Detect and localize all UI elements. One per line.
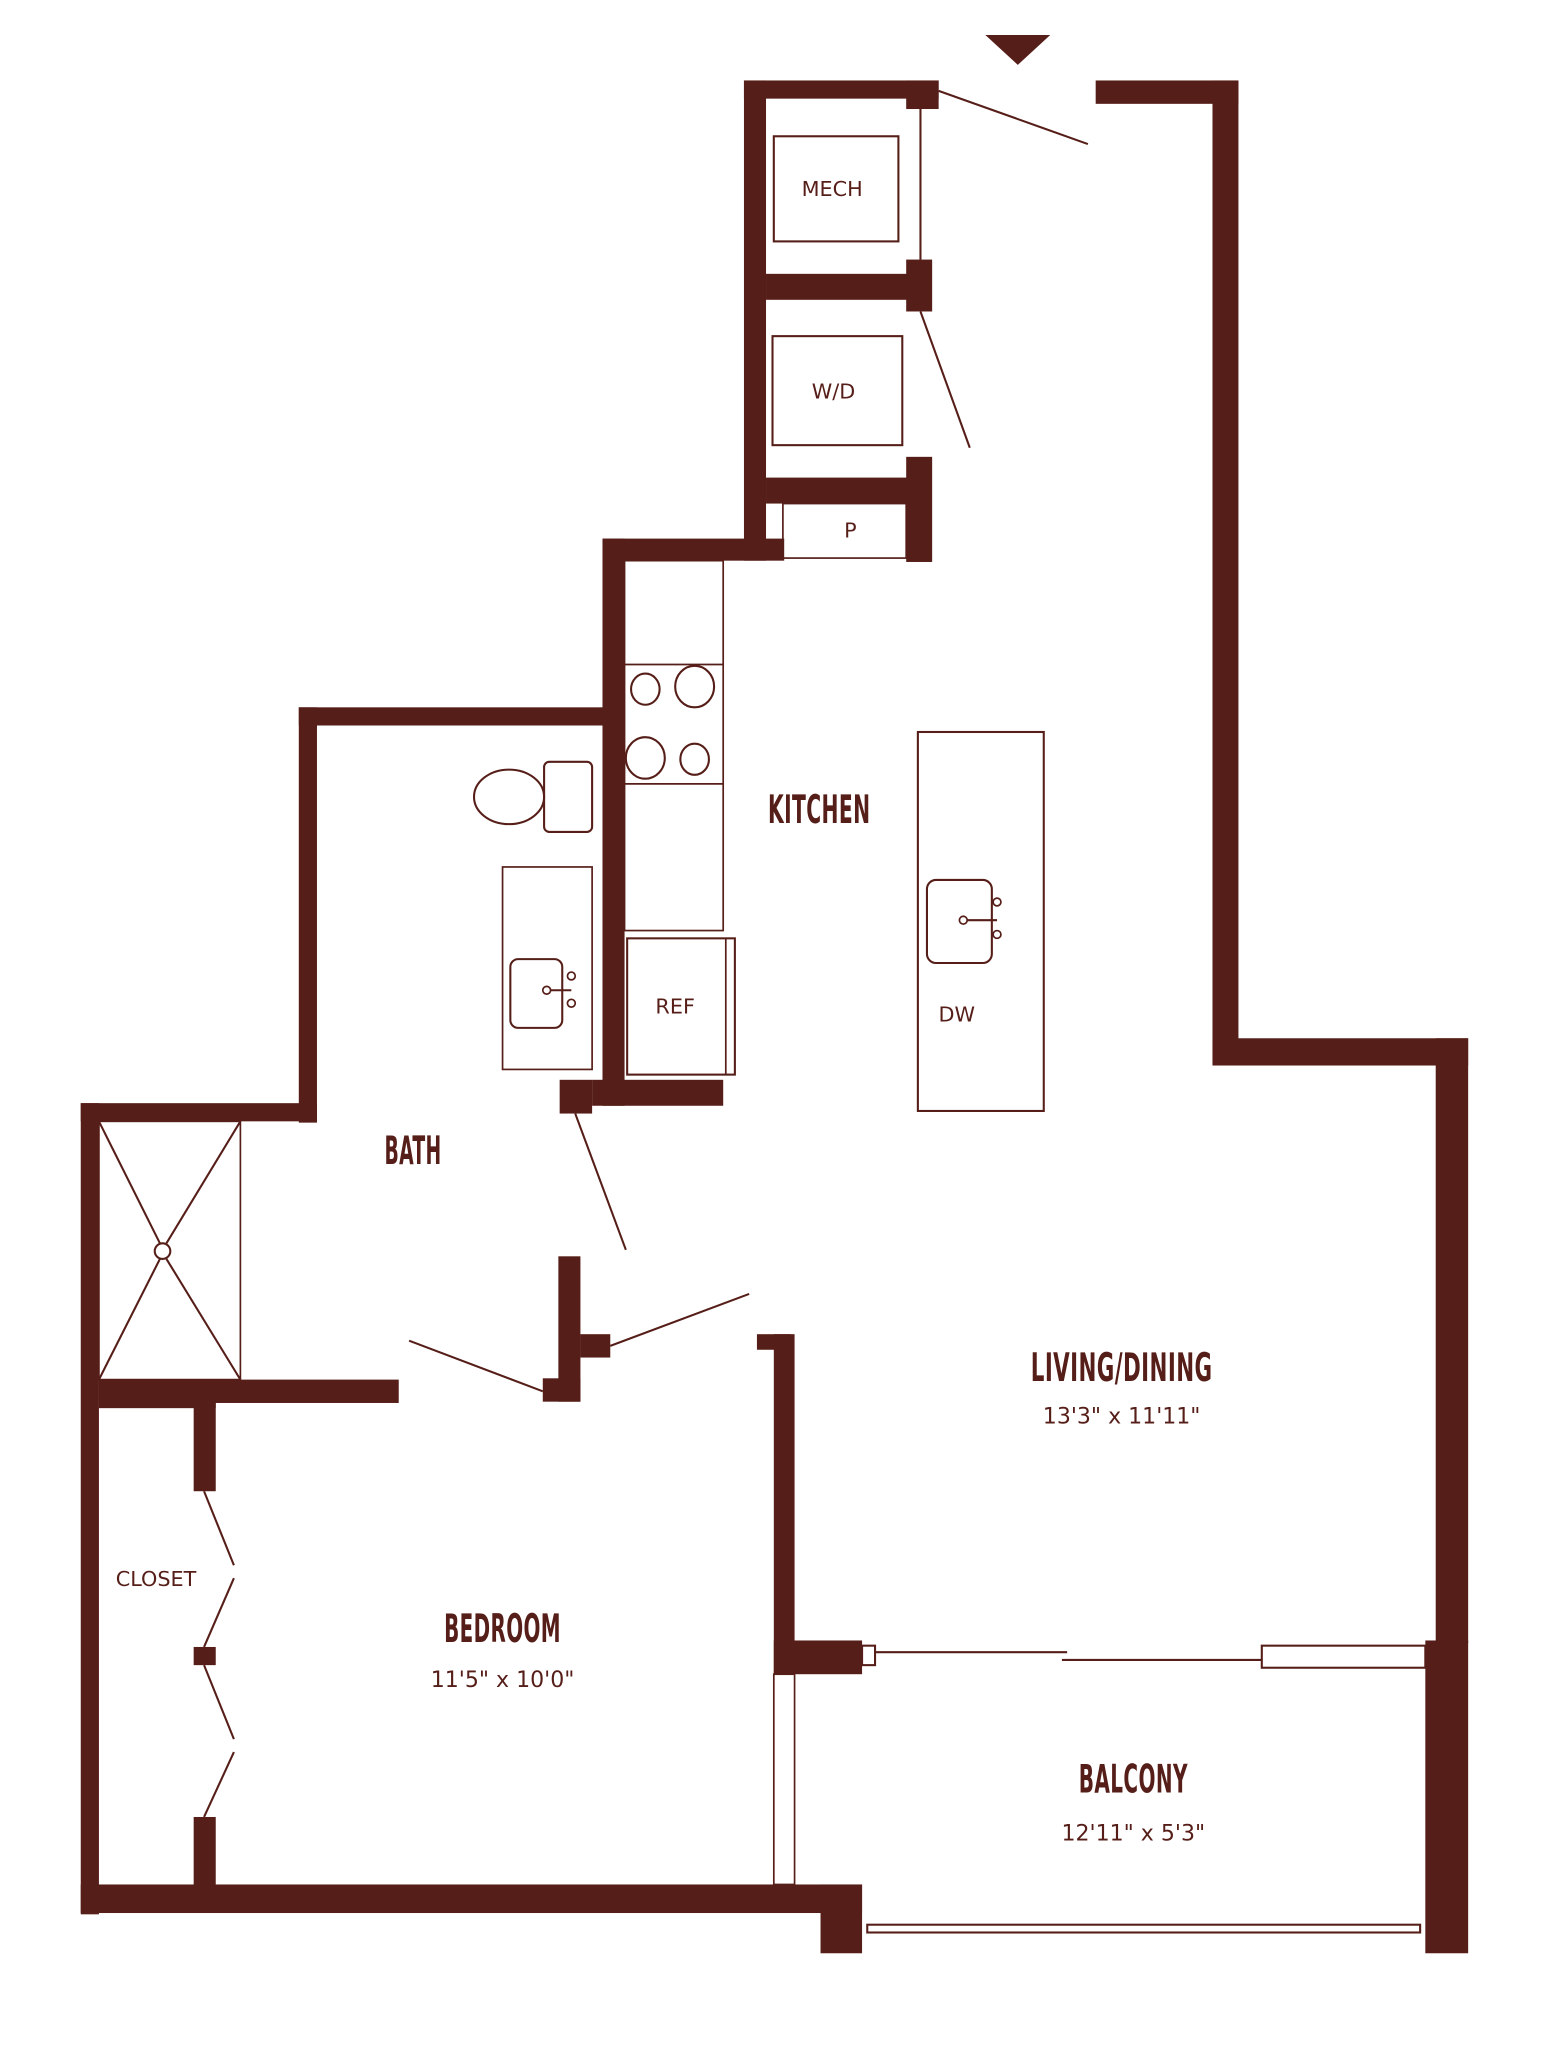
mech-label: MECH xyxy=(802,177,863,201)
pantry-label: P xyxy=(844,518,857,542)
dishwasher-label: DW xyxy=(939,1002,976,1026)
balcony-sliding-door xyxy=(861,1644,1427,1669)
bath-vanity xyxy=(501,866,593,1071)
walls xyxy=(80,80,1469,1954)
balcony-label: BALCONY xyxy=(1079,1757,1188,1802)
bedroom-window xyxy=(772,1673,796,1886)
bedroom-label: BEDROOM xyxy=(444,1607,561,1652)
bath-label: BATH xyxy=(384,1129,441,1174)
washer-dryer-label: W/D xyxy=(812,379,856,403)
bedroom-dims: 11'5" x 10'0" xyxy=(431,1668,575,1693)
cooktop-icon xyxy=(624,664,716,780)
living-dining-dims: 13'3" x 11'11" xyxy=(1043,1405,1201,1430)
refrigerator: REF xyxy=(626,937,736,1076)
shower xyxy=(98,1120,242,1381)
doors xyxy=(203,89,1089,1818)
living-dining-label: LIVING/DINING xyxy=(1031,1346,1213,1391)
closet-label: CLOSET xyxy=(116,1567,197,1591)
entry-arrow-icon xyxy=(985,35,1051,65)
toilet-icon xyxy=(472,760,594,833)
mech-closet: MECH xyxy=(772,135,900,243)
kitchen-label: KITCHEN xyxy=(768,788,871,833)
refrigerator-label: REF xyxy=(655,995,694,1019)
balcony-dims: 12'11" x 5'3" xyxy=(1061,1821,1205,1846)
kitchen-island: DW xyxy=(916,730,1045,1112)
drain-icon xyxy=(153,1242,172,1260)
kitchen-counter xyxy=(623,559,725,932)
balcony-railing xyxy=(866,1923,1422,1934)
washer-dryer: W/D xyxy=(771,335,904,447)
pantry: P xyxy=(782,502,908,559)
